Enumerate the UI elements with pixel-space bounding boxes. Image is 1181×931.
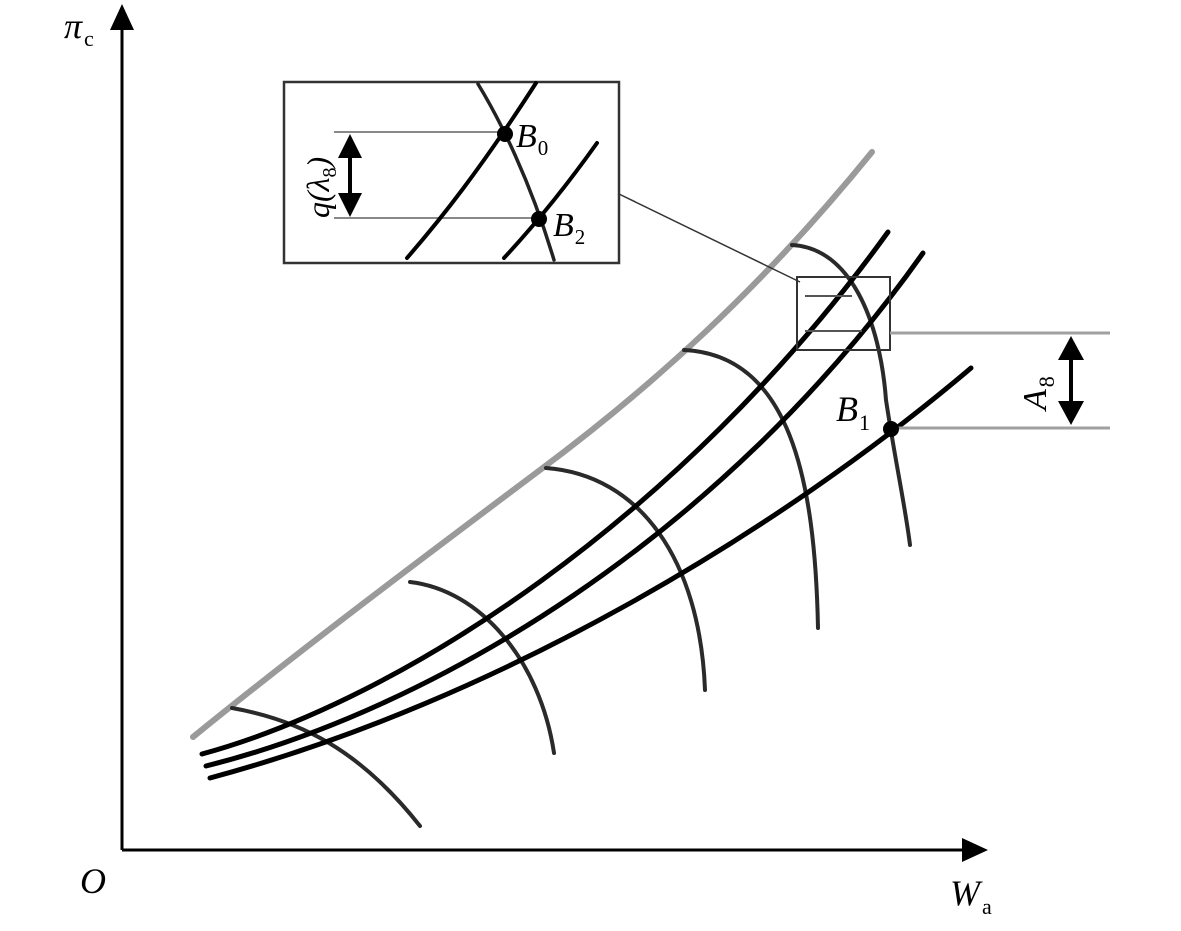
zoom-connector-line [618, 193, 801, 283]
inset-operating-line-1 [405, 81, 538, 260]
zoom-inset: q(λ8) B0 B2 [282, 80, 621, 265]
point-b2 [531, 211, 547, 227]
point-b0-label: B0 [516, 118, 548, 160]
x-axis-label: Wa [950, 873, 992, 919]
speed-line-3 [544, 466, 707, 692]
x-axis-arrowhead [962, 838, 988, 862]
speed-line-5 [790, 243, 912, 547]
point-b1-label: B1 [836, 389, 870, 435]
speed-line-2 [408, 580, 556, 755]
operating-line-1 [199, 229, 891, 757]
point-b0 [497, 126, 513, 142]
point-b2-label: B2 [553, 207, 585, 249]
y-axis-arrowhead [110, 4, 134, 30]
operating-line-3 [207, 365, 974, 781]
operating-line-2 [203, 250, 926, 769]
axes [110, 4, 988, 862]
a8-arrowhead-down [1058, 401, 1084, 425]
y-axis-label: πc [64, 6, 94, 51]
surge-line [190, 149, 875, 740]
origin-label: O [80, 861, 106, 901]
inset-q-lambda-label: q(λ8) [300, 157, 341, 218]
point-b1 [883, 421, 899, 437]
speed-line-4 [682, 348, 820, 630]
operating-lines [199, 229, 974, 781]
zoom-inset-frame [282, 80, 621, 265]
zoom-region-box [796, 276, 891, 351]
a8-arrowhead-up [1058, 336, 1084, 360]
inset-speed-line [476, 82, 556, 262]
inset-arrowhead-down [338, 193, 362, 217]
inset-arrowhead-up [338, 134, 362, 158]
a8-label: A8 [1017, 376, 1059, 412]
inset-operating-line-2 [502, 141, 599, 260]
